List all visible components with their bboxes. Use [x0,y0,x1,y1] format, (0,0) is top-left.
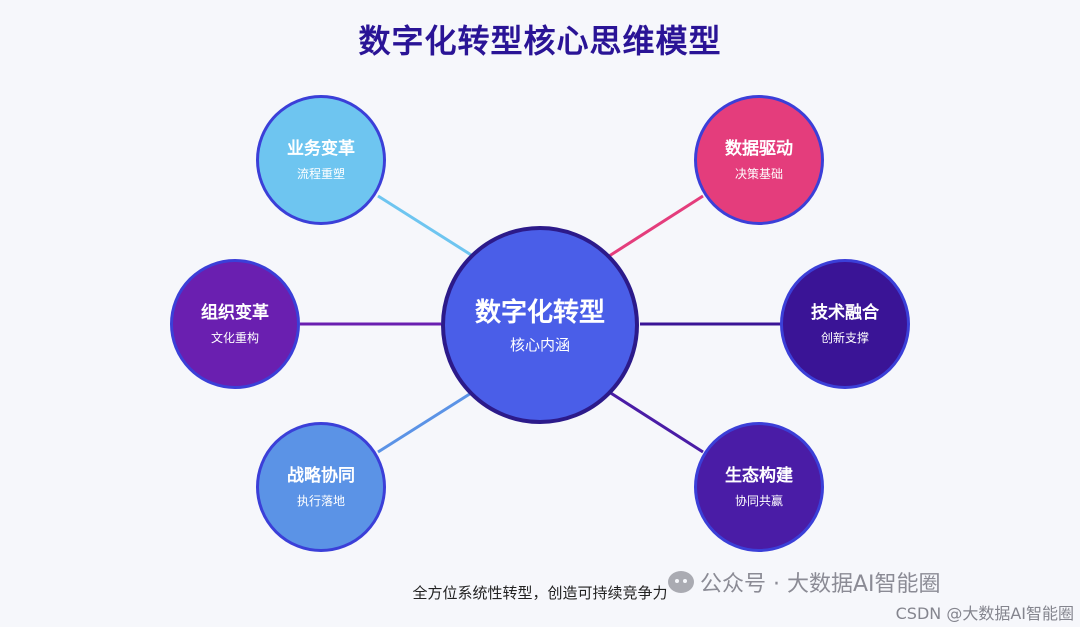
node-org: 组织变革 文化重构 [170,259,300,389]
link-strategy [377,388,477,454]
node-center: 数字化转型 核心内涵 [441,226,639,424]
node-data-sub: 决策基础 [734,167,783,181]
node-org-label: 组织变革 [201,303,269,323]
node-strategy-sub: 执行落地 [296,494,345,508]
node-business-label: 业务变革 [287,139,355,159]
watermark: 公众号 · 大数据AI智能圈 [668,566,941,598]
node-center-sub: 核心内涵 [509,336,570,354]
node-center-label: 数字化转型 [474,298,605,328]
watermark-text: 公众号 · 大数据AI智能圈 [700,572,941,597]
footer-caption: 全方位系统性转型，创造可持续竞争力 [412,584,668,602]
node-strategy: 战略协同 执行落地 [256,422,386,552]
link-eco [605,388,704,454]
wechat-icon [668,571,694,593]
credit-text: CSDN @大数据AI智能圈 [895,604,1074,623]
node-eco-label: 生态构建 [725,466,793,486]
link-data [605,194,704,260]
node-data: 数据驱动 决策基础 [694,95,824,225]
node-business: 业务变革 流程重塑 [256,95,386,225]
node-business-sub: 流程重塑 [296,167,345,181]
node-tech-label: 技术融合 [811,303,879,323]
node-strategy-label: 战略协同 [287,466,355,486]
link-business [377,194,477,260]
diagram-title: 数字化转型核心思维模型 [358,22,722,60]
node-data-label: 数据驱动 [725,139,793,159]
node-org-sub: 文化重构 [210,331,259,345]
node-tech-sub: 创新支撑 [820,331,869,345]
node-tech: 技术融合 创新支撑 [780,259,910,389]
node-eco: 生态构建 协同共赢 [694,422,824,552]
node-eco-sub: 协同共赢 [734,494,783,508]
